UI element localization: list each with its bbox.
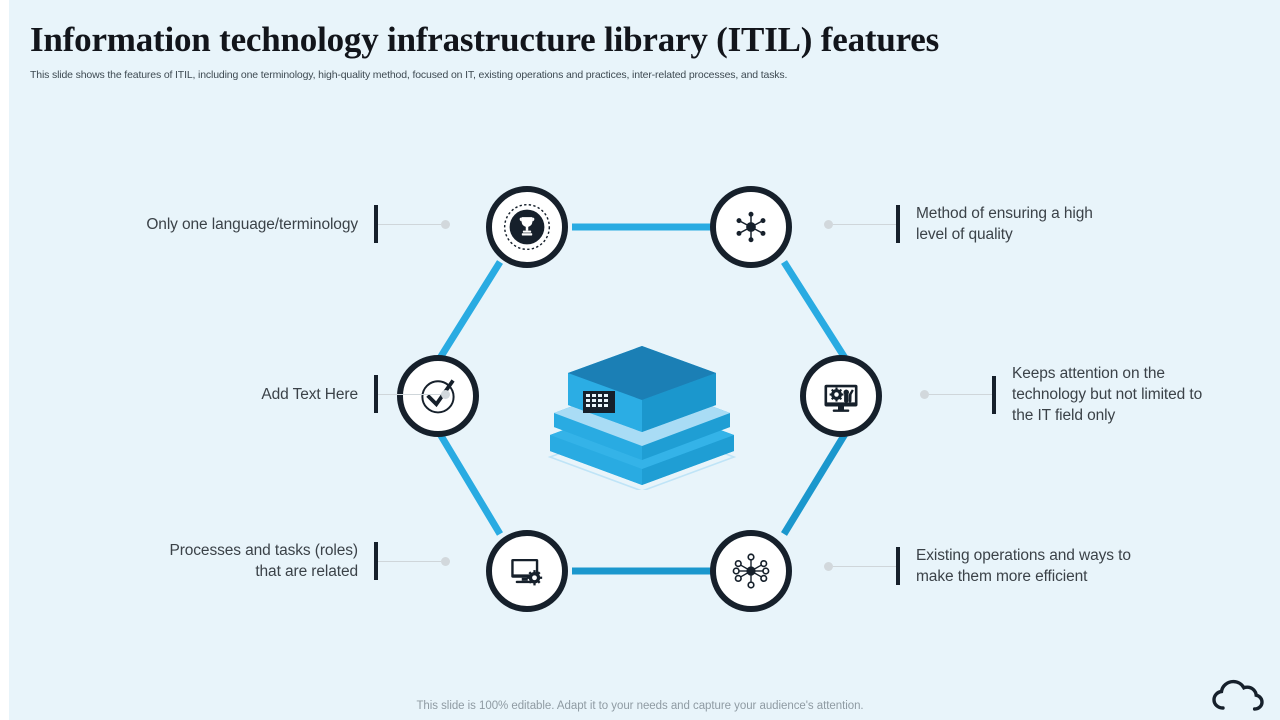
monitor-gear-wrench-icon [824,384,858,412]
callout-lead-line [833,565,896,567]
callout-left-3: Processes and tasks (roles) that are rel… [60,540,450,582]
callout-tick [374,375,378,413]
callout-line: Keeps attention on the [1012,365,1165,382]
node-bottom-right[interactable] [710,530,792,612]
callout-tick [992,375,996,414]
callout-line: Method of ensuring a high [916,205,1093,222]
page-title: Information technology infrastructure li… [30,20,940,59]
callout-lead-line [378,560,441,562]
slide-header: Information technology infrastructure li… [30,18,1250,82]
callout-tick [896,547,900,585]
callout-lead-line [378,223,441,225]
callout-left-1: Only one language/terminology [60,205,450,243]
callout-tick [374,542,378,580]
callout-line: level of quality [916,226,1013,243]
monitor-settings-icon [511,559,543,586]
page-subtitle: This slide shows the features of ITIL, i… [30,69,788,81]
cloud-logo [1212,679,1264,711]
callout-line: Processes and tasks (roles) [169,542,358,559]
callout-tick [896,205,900,243]
callout-lead-line [378,393,441,395]
callout-left-2-text: Add Text Here [261,384,374,405]
network-nodes-icon [732,553,770,589]
node-bottom-left[interactable] [486,530,568,612]
callout-line: technology but not limited to [1012,386,1203,403]
callout-dot [824,561,833,571]
callout-line: Add Text Here [261,385,358,403]
node-middle-right[interactable] [800,355,882,437]
callout-dot [441,389,450,399]
callout-right-2-text: Keeps attention on the technology but no… [996,363,1202,426]
footer-note: This slide is 100% editable. Adapt it to… [416,700,864,712]
check-circle-icon [421,379,455,414]
callout-dot [920,390,929,399]
left-edge-accent [0,0,9,720]
callout-line: Only one language/terminology [146,215,358,233]
trophy-badge-icon [503,203,551,251]
callout-right-3-text: Existing operations and ways to make the… [900,545,1131,587]
node-top-right[interactable] [710,186,792,268]
callout-left-1-text: Only one language/terminology [146,214,374,235]
callout-line: that are related [255,563,358,580]
callout-lead-line [833,223,896,225]
node-middle-left[interactable] [397,355,479,437]
callout-tick [374,205,378,243]
callout-lead-line [929,394,992,395]
callout-left-2: Add Text Here [60,375,450,413]
isometric-server-stack-graphic [547,346,737,490]
callout-right-3: Existing operations and ways to make the… [824,545,1244,587]
callout-line: Existing operations and ways to [916,547,1131,564]
callout-left-3-text: Processes and tasks (roles) that are rel… [169,540,374,582]
node-top-left[interactable] [486,186,568,268]
callout-dot [441,556,450,566]
callout-dot [824,219,833,229]
callout-right-2: Keeps attention on the technology but no… [920,363,1270,426]
network-hub-icon [736,211,766,243]
callout-right-1: Method of ensuring a high level of quali… [824,203,1244,245]
callout-right-1-text: Method of ensuring a high level of quali… [900,203,1093,245]
callout-dot [441,219,450,229]
callout-line: the IT field only [1012,407,1116,424]
callout-line: make them more efficient [916,568,1088,585]
